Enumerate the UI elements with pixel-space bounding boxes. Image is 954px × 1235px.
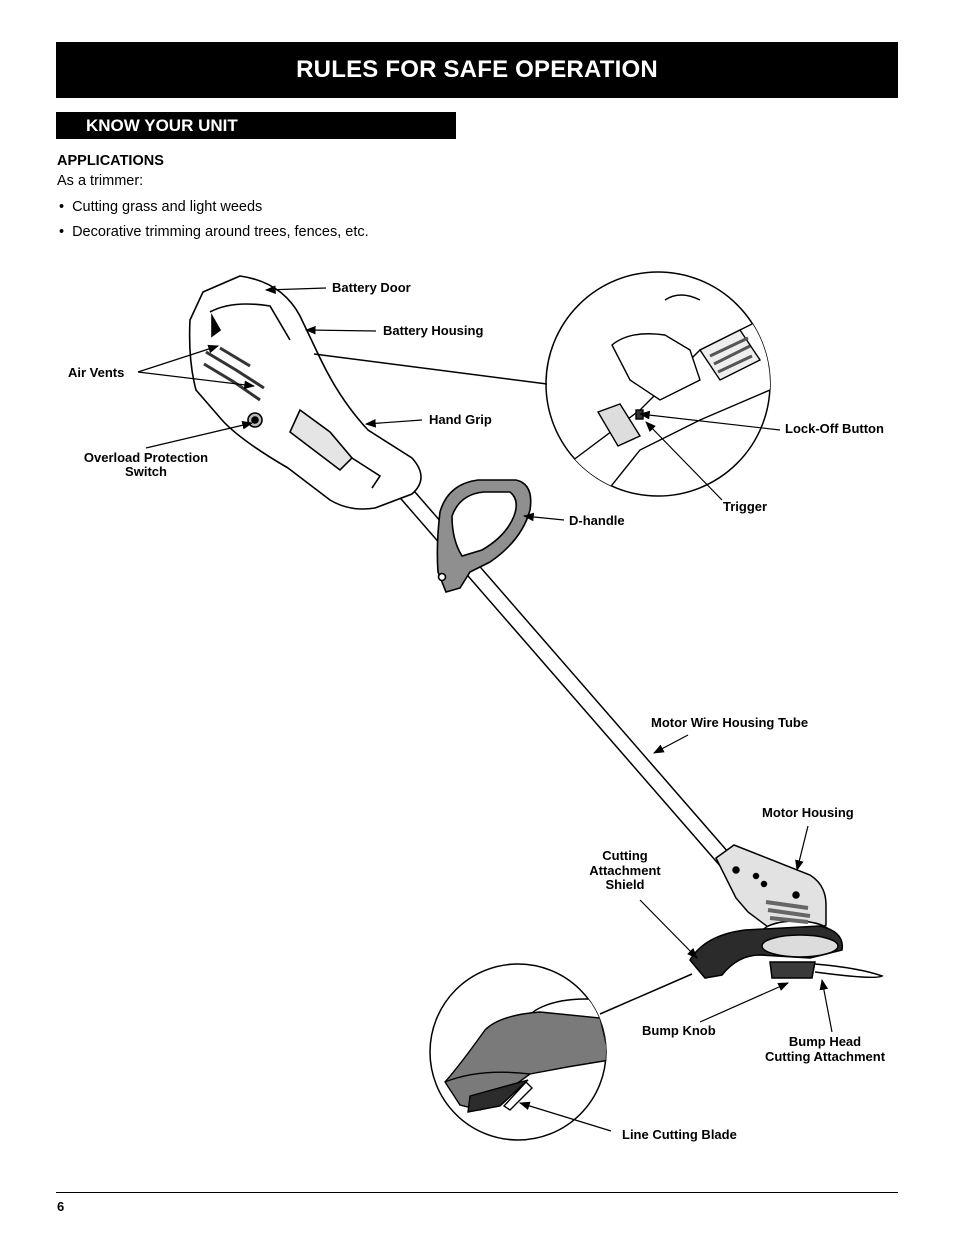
- section-heading: KNOW YOUR UNIT: [56, 112, 456, 139]
- label-trigger: Trigger: [723, 499, 767, 514]
- label-bump-head-line2: Cutting Attachment: [765, 1049, 886, 1064]
- label-overload-line1: Overload Protection: [84, 450, 208, 465]
- label-d-handle: D-handle: [569, 513, 625, 528]
- trigger-detail-inset: [313, 271, 771, 497]
- label-overload-line2: Switch: [125, 464, 167, 479]
- page-number: 6: [57, 1199, 65, 1214]
- list-item: Cutting grass and light weeds: [57, 197, 369, 217]
- bullet-text: Cutting grass and light weeds: [72, 198, 263, 215]
- label-shield-line3: Shield: [605, 877, 644, 892]
- label-air-vents: Air Vents: [68, 365, 124, 380]
- label-hand-grip: Hand Grip: [429, 412, 492, 427]
- bullet-text: Decorative trimming around trees, fences…: [72, 223, 369, 240]
- handle-unit-drawing: [188, 275, 422, 510]
- label-motor-housing: Motor Housing: [762, 805, 854, 820]
- blade-detail-inset: [429, 963, 693, 1141]
- label-bump-knob: Bump Knob: [642, 1023, 716, 1038]
- label-shield-line2: Attachment: [589, 863, 661, 878]
- applications-list: Cutting grass and light weeds Decorative…: [57, 197, 369, 243]
- title-bar: RULES FOR SAFE OPERATION: [56, 42, 898, 98]
- label-bump-head-line1: Bump Head: [789, 1034, 861, 1049]
- page-title: RULES FOR SAFE OPERATION: [296, 56, 658, 83]
- list-item: Decorative trimming around trees, fences…: [57, 222, 369, 242]
- d-handle-drawing: [436, 479, 532, 593]
- label-battery-housing: Battery Housing: [383, 323, 483, 338]
- footer-rule: [56, 1192, 898, 1193]
- cutting-shield-drawing: [689, 925, 884, 979]
- applications-intro: As a trimmer:: [57, 173, 144, 190]
- label-motor-wire-tube: Motor Wire Housing Tube: [651, 715, 808, 730]
- label-lock-off-button: Lock-Off Button: [785, 421, 884, 436]
- label-line-cutting-blade: Line Cutting Blade: [622, 1127, 737, 1142]
- applications-heading: APPLICATIONS: [57, 153, 164, 169]
- leader-lines: [137, 285, 833, 1132]
- applications-block: APPLICATIONS As a trimmer: Cutting grass…: [57, 151, 369, 242]
- label-battery-door: Battery Door: [332, 280, 411, 295]
- label-shield-line1: Cutting: [602, 848, 648, 863]
